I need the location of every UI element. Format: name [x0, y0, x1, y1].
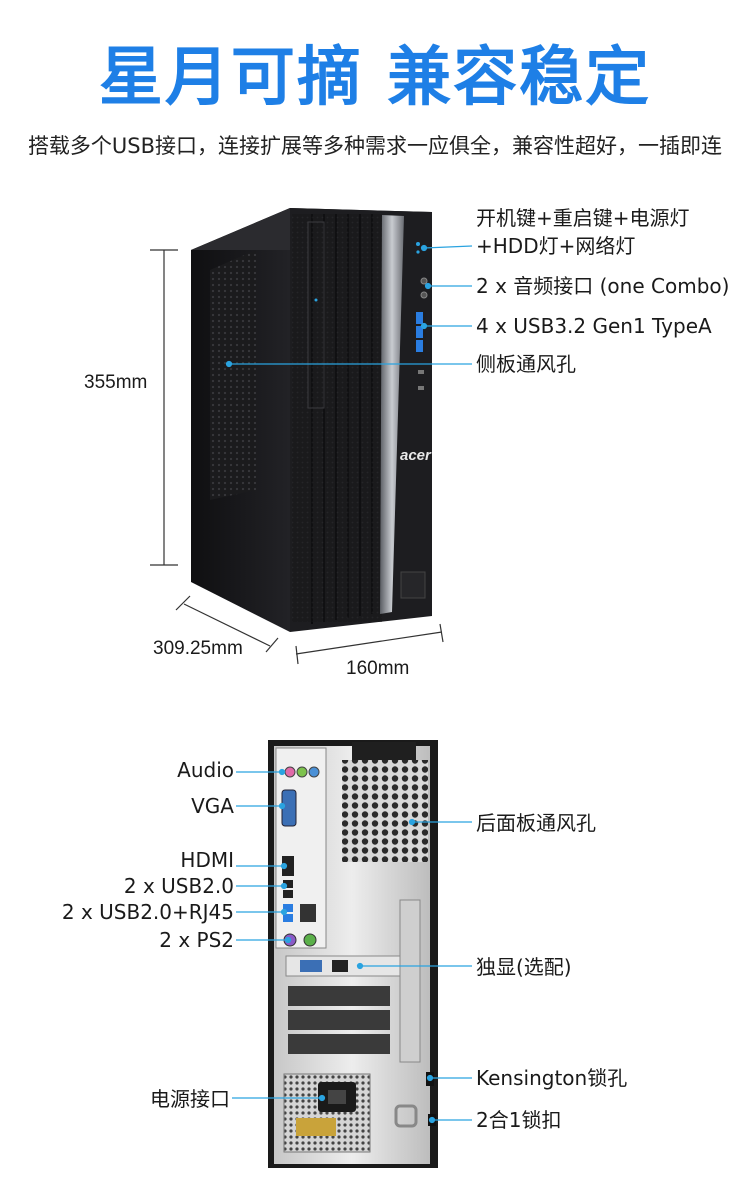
front-callout-lines	[225, 244, 473, 368]
silver-trim	[380, 215, 404, 614]
depth-dimension: 309.25mm	[153, 638, 243, 659]
callout-audio-ports: 2 x 音频接口 (one Combo)	[476, 274, 730, 298]
callout-power-inlet: 电源接口	[150, 1087, 230, 1111]
dimension-lines	[150, 249, 444, 665]
page-title: 星月可摘 兼容稳定	[98, 41, 652, 115]
width-dimension: 160mm	[346, 658, 410, 679]
front-io-panel	[416, 242, 430, 390]
case-front-panel: acer	[290, 208, 432, 632]
callout-usb20-rj45: 2 x USB2.0+RJ45	[61, 900, 234, 924]
rear-vent-grille	[342, 760, 428, 862]
usb-port	[416, 326, 423, 338]
rear-callout-lines	[232, 768, 472, 1124]
front-badge	[400, 571, 426, 599]
callout-usb-ports: 4 x USB3.2 Gen1 TypeA	[476, 314, 712, 338]
rear-chassis	[268, 740, 438, 1168]
case-side-panel	[191, 208, 290, 632]
usb-port	[416, 312, 423, 324]
page-subtitle: 搭载多个USB接口，连接扩展等多种需求一应俱全，兼容性超好，一插即连	[27, 134, 723, 158]
callout-discrete-gpu: 独显(选配)	[476, 955, 572, 979]
callout-usb20: 2 x USB2.0	[123, 874, 234, 898]
callout-kensington-lock: Kensington锁孔	[476, 1066, 628, 1090]
callout-audio: Audio	[177, 758, 234, 782]
callout-ps2: 2 x PS2	[159, 928, 234, 952]
callout-side-vent: 侧板通风孔	[476, 352, 576, 376]
callout-2in1-lock: 2合1锁扣	[476, 1108, 562, 1132]
usb-port	[416, 340, 423, 352]
callout-power-buttons: 开机键+重启键+电源灯	[476, 206, 690, 230]
callout-hdd-network-leds: +HDD灯+网络灯	[476, 234, 636, 258]
height-dimension: 355mm	[84, 372, 148, 393]
callout-hdmi: HDMI	[180, 848, 234, 872]
callout-rear-vent: 后面板通风孔	[476, 811, 596, 835]
acer-logo: acer	[400, 447, 432, 464]
callout-vga: VGA	[191, 794, 234, 818]
